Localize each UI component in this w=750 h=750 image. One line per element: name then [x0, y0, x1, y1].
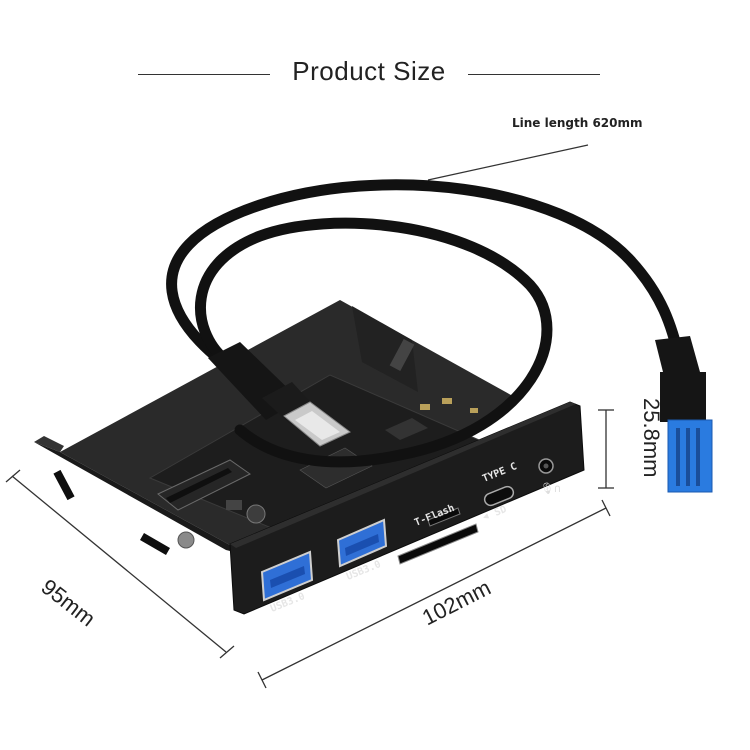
sd-label: SD [493, 504, 508, 519]
cable-length-leader [427, 144, 589, 181]
tflash-slot [427, 507, 461, 527]
height-dimension-label: 25.8mm [639, 398, 664, 478]
cable-length-label: Line length 620mm [512, 116, 643, 130]
width-dimension-line [257, 499, 611, 689]
height-dimension-line [598, 409, 614, 489]
type-c-port [483, 485, 515, 507]
audio-jack [538, 458, 554, 474]
usb3-header-connector [655, 336, 713, 493]
sd-slot [397, 523, 479, 565]
depth-dimension-line [5, 469, 235, 659]
front-panel [229, 401, 585, 615]
usb-extension-cable [166, 179, 686, 468]
usb3-port-left [260, 550, 314, 602]
usb3-port-right [336, 518, 388, 568]
product-size-heading: Product Size [0, 52, 750, 92]
sd-arrow-icon: ◀ [481, 511, 490, 523]
page-title: Product Size [292, 56, 446, 86]
sata-power-connector [157, 459, 251, 511]
title-rule-right [468, 74, 600, 75]
title-rule-left [138, 74, 270, 75]
usb-a-plug [208, 342, 351, 447]
mic-headphone-icon: 🎙∩ [540, 482, 561, 495]
